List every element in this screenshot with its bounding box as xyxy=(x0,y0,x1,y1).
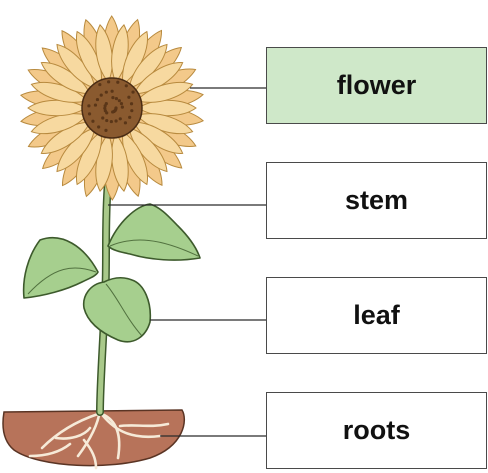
seed-dot xyxy=(100,93,103,96)
seed-dot xyxy=(107,80,110,83)
seed-dot xyxy=(96,98,99,101)
seed-dot xyxy=(130,109,133,112)
seed-dot xyxy=(105,102,108,105)
seed-dot xyxy=(98,83,101,86)
seed-dot xyxy=(111,90,114,93)
seed-dot xyxy=(131,90,134,93)
seed-dot xyxy=(101,116,104,119)
seed-dot xyxy=(97,125,100,128)
seed-dot xyxy=(111,110,114,113)
sunflower-head xyxy=(20,16,205,200)
seed-dot xyxy=(120,102,123,105)
seed-dot xyxy=(114,119,117,122)
seed-dot xyxy=(121,106,124,109)
seed-dot xyxy=(91,120,94,123)
seed-dot xyxy=(94,103,97,106)
upper-right-leaf xyxy=(108,204,200,260)
left-leaf xyxy=(24,238,98,298)
seed-dot xyxy=(105,91,108,94)
seed-dot xyxy=(88,112,91,115)
seed-dot xyxy=(125,84,128,87)
seed-dot xyxy=(118,99,121,102)
seed-dot xyxy=(115,97,118,100)
label-stem: stem xyxy=(266,162,487,239)
seed-dot xyxy=(110,120,113,123)
flower-center xyxy=(82,78,142,138)
label-flower: flower xyxy=(266,47,487,124)
seed-dot xyxy=(130,102,133,105)
seed-dot xyxy=(87,104,90,107)
seed-dot xyxy=(104,129,107,132)
center-leaf xyxy=(84,278,151,342)
label-leaf: leaf xyxy=(266,277,487,354)
label-roots: roots xyxy=(266,392,487,469)
seed-dot xyxy=(111,96,114,99)
seed-dot xyxy=(128,116,131,119)
seed-dot xyxy=(116,81,119,84)
seed-dot xyxy=(119,117,122,120)
seed-dot xyxy=(105,119,108,122)
seed-dot xyxy=(127,96,130,99)
seed-dot xyxy=(124,121,127,124)
